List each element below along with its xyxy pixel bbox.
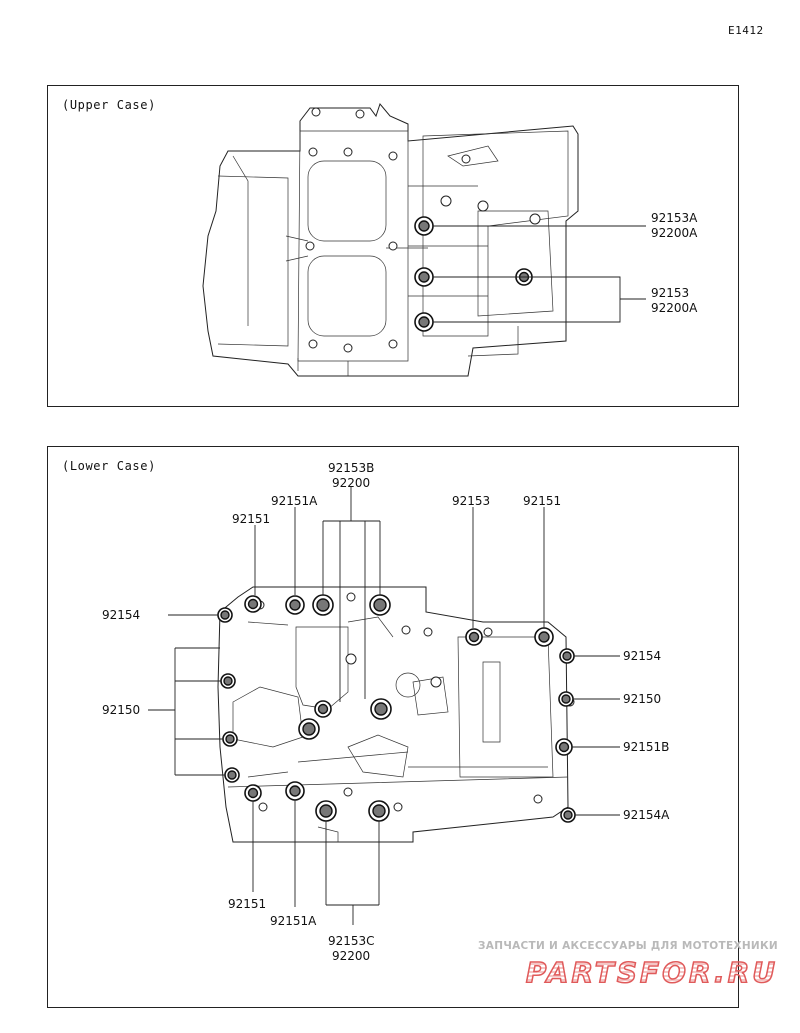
label-92200-top: 92200 [332,476,370,490]
label-92150-left: 92150 [102,703,140,717]
label-92151A-bottom: 92151A [270,914,317,928]
lower-crankcase-outline [217,586,569,843]
label-92153B-top: 92153B [328,461,374,475]
watermark-logo: PARTSFOR.RU [478,955,778,990]
label-92151B-right: 92151B [623,740,669,754]
callout-92153A: 92153A [651,211,698,225]
label-92151-bottom: 92151 [228,897,266,911]
upper-bolts [414,216,533,332]
watermark-tagline: ЗАПЧАСТИ И АКСЕССУАРЫ ДЛЯ МОТОТЕХНИКИ [478,940,778,952]
callout-92200A-2: 92200A [651,301,698,315]
lower-case-title: (Lower Case) [62,459,156,473]
watermark: ЗАПЧАСТИ И АКСЕССУАРЫ ДЛЯ МОТОТЕХНИКИ PA… [478,940,778,990]
upper-leaders [433,225,646,323]
lower-leaders [148,487,620,925]
label-92150-right: 92150 [623,692,661,706]
callout-92200A-1: 92200A [651,226,698,240]
lower-case-panel: (Lower Case) [47,446,739,1008]
label-92153-top: 92153 [452,494,490,508]
label-92154A-right: 92154A [623,808,670,822]
lower-case-drawing: 92153B 92200 92151A 92151 92153 92151 92… [102,461,670,963]
label-92200-bottom: 92200 [332,949,370,963]
label-92151A-top: 92151A [271,494,318,508]
lower-bolts [217,594,576,823]
label-92151-top-right: 92151 [523,494,561,508]
diagram-code: E1412 [728,24,764,37]
upper-case-drawing: 92153A 92200A 92153 92200A [202,102,698,377]
label-92151-top-left: 92151 [232,512,270,526]
label-92154-left: 92154 [102,608,140,622]
upper-case-panel: (Upper Case) [47,85,739,407]
upper-crankcase-outline [202,102,579,377]
callout-92153: 92153 [651,286,689,300]
label-92154-right: 92154 [623,649,661,663]
upper-bosses [305,107,541,353]
label-92153C-bottom: 92153C [328,934,375,948]
upper-case-title: (Upper Case) [62,98,156,112]
